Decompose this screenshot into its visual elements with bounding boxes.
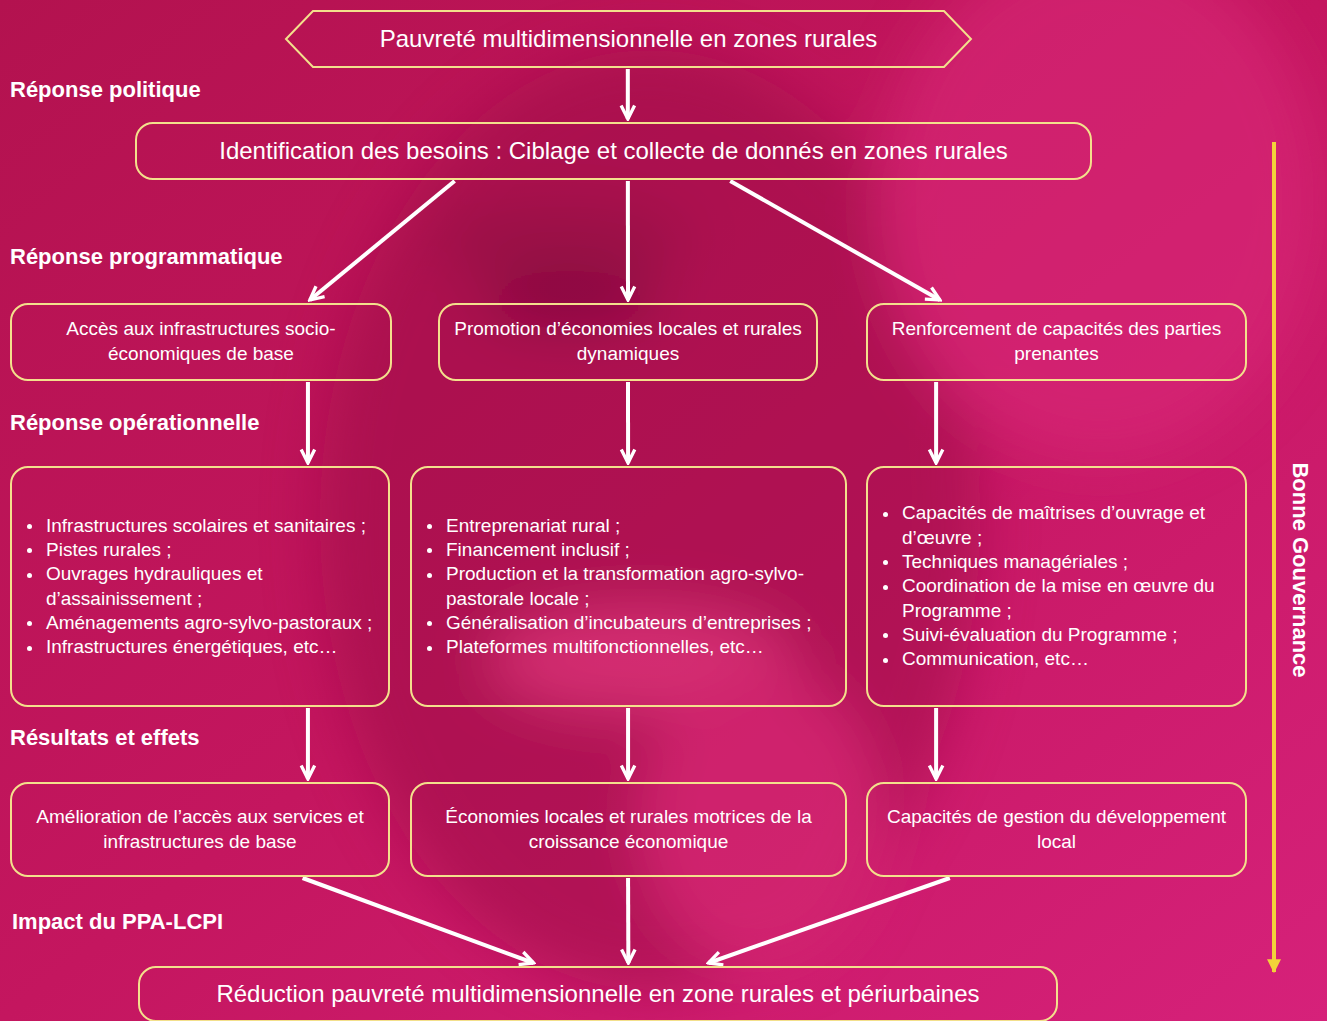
bullet-item: Infrastructures scolaires et sanitaires … xyxy=(20,514,378,538)
bullet-item: Communication, etc… xyxy=(876,647,1235,671)
flow-arrow xyxy=(934,708,938,779)
axis-label: Bonne Gouvernance xyxy=(1286,462,1314,677)
hexagon-border xyxy=(286,11,971,67)
bullet-item: Entreprenariat rural ; xyxy=(420,514,835,538)
flow-arrow xyxy=(626,382,630,463)
bullet-item: Ouvrages hydrauliques et d’assainissemen… xyxy=(20,562,378,611)
flow-arrow xyxy=(303,878,534,963)
flow-arrow xyxy=(934,382,938,463)
bullet-item: Financement inclusif ; xyxy=(420,538,835,562)
node-text: Amélioration de l’accès aux services et … xyxy=(24,805,376,854)
action-list-box: Infrastructures scolaires et sanitaires … xyxy=(10,466,390,707)
impact-box: Réduction pauvreté multidimensionnelle e… xyxy=(138,966,1058,1021)
flow-arrow xyxy=(310,181,455,300)
node-text: Identification des besoins : Ciblage et … xyxy=(149,135,1078,166)
node-text: Accès aux infrastructures socio-économiq… xyxy=(24,317,378,366)
bullet-item: Coordination de la mise en œuvre du Prog… xyxy=(876,574,1235,623)
flow-arrow xyxy=(306,382,310,463)
flow-arrow xyxy=(626,69,630,119)
program-box: Renforcement de capacités des parties pr… xyxy=(866,303,1247,381)
process-box: Identification des besoins : Ciblage et … xyxy=(135,122,1092,180)
result-box: Capacités de gestion du développement lo… xyxy=(866,782,1247,877)
governance-arrow xyxy=(1272,142,1276,972)
flow-arrow xyxy=(626,878,630,963)
flow-arrow xyxy=(708,878,949,963)
bullet-item: Pistes rurales ; xyxy=(20,538,378,562)
flow-arrow xyxy=(626,708,630,779)
node-text: Économies locales et rurales motrices de… xyxy=(424,805,833,854)
face-highlight xyxy=(880,0,1320,460)
bullet-item: Techniques managériales ; xyxy=(876,550,1235,574)
flow-arrow xyxy=(306,708,310,779)
section-label: Réponse opérationnelle xyxy=(10,409,259,437)
bullet-item: Généralisation d’incubateurs d’entrepris… xyxy=(420,611,835,635)
node-text: Promotion d’économies locales et rurales… xyxy=(452,317,804,366)
section-label: Réponse programmatique xyxy=(10,243,283,271)
bullet-item: Infrastructures énergétiques, etc… xyxy=(20,635,378,659)
result-box: Amélioration de l’accès aux services et … xyxy=(10,782,390,877)
action-list-box: Entreprenariat rural ;Financement inclus… xyxy=(410,466,847,707)
flow-arrow xyxy=(626,181,630,300)
node-text: Capacités de gestion du développement lo… xyxy=(880,805,1233,854)
node-text: Réduction pauvreté multidimensionnelle e… xyxy=(152,978,1044,1009)
node-text: Renforcement de capacités des parties pr… xyxy=(880,317,1233,366)
section-label: Résultats et effets xyxy=(10,724,200,752)
program-box: Promotion d’économies locales et rurales… xyxy=(438,303,818,381)
program-box: Accès aux infrastructures socio-économiq… xyxy=(10,303,392,381)
node-text: Pauvreté multidimensionnelle en zones ru… xyxy=(329,23,928,54)
bullet-item: Plateformes multifonctionnelles, etc… xyxy=(420,635,835,659)
section-label: Réponse politique xyxy=(10,76,201,104)
problem-hexagon: Pauvreté multidimensionnelle en zones ru… xyxy=(285,10,972,68)
face-brow xyxy=(430,200,690,280)
result-box: Économies locales et rurales motrices de… xyxy=(410,782,847,877)
bullet-item: Capacités de maîtrises d’ouvrage et d’œu… xyxy=(876,501,1235,550)
action-list-box: Capacités de maîtrises d’ouvrage et d’œu… xyxy=(866,466,1247,707)
bullet-item: Production et la transformation agro-syl… xyxy=(420,562,835,611)
flow-arrow xyxy=(730,181,940,300)
bullet-item: Suivi-évaluation du Programme ; xyxy=(876,623,1235,647)
section-label: Impact du PPA-LCPI xyxy=(12,908,223,936)
bullet-item: Aménagements agro-sylvo-pastoraux ; xyxy=(20,611,378,635)
